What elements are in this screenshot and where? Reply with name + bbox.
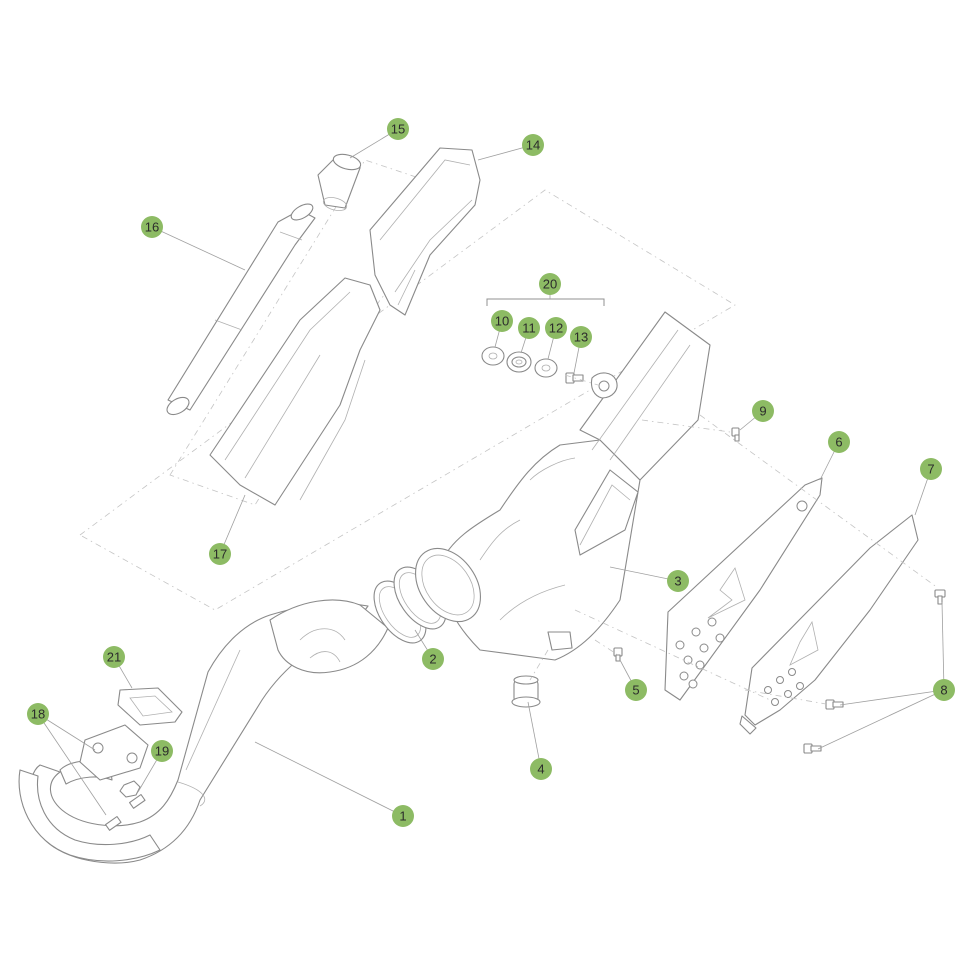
flange-bolts [104, 793, 146, 831]
callout-12: 12 [545, 317, 567, 339]
callout-5: 5 [625, 679, 647, 701]
heat-shield [664, 477, 823, 701]
callout-8: 8 [933, 679, 955, 701]
callout-18: 18 [27, 703, 49, 725]
svg-text:6: 6 [835, 435, 842, 450]
callout-21: 21 [103, 646, 125, 668]
callout-2: 2 [422, 648, 444, 670]
screws-8 [803, 589, 946, 754]
rubber-bush [511, 675, 541, 708]
svg-text:8: 8 [940, 683, 947, 698]
callout-20: 20 [539, 273, 561, 295]
callout-13: 13 [570, 326, 592, 348]
callout-19: 19 [151, 740, 173, 762]
callout-9: 9 [752, 400, 774, 422]
grommet-11 [506, 351, 532, 373]
tailpipe-collar [317, 153, 362, 211]
center-lines [529, 374, 939, 705]
callout-17: 17 [209, 543, 231, 565]
callout-11: 11 [518, 317, 540, 339]
svg-text:14: 14 [526, 138, 540, 153]
washer-10 [481, 346, 505, 366]
svg-text:15: 15 [391, 122, 405, 137]
svg-text:9: 9 [759, 404, 766, 419]
nut [119, 780, 141, 798]
screw-9 [731, 427, 740, 442]
callout-7: 7 [920, 458, 942, 480]
callout-15: 15 [387, 118, 409, 140]
svg-text:11: 11 [522, 321, 536, 336]
svg-text:13: 13 [574, 330, 588, 345]
screw-5 [613, 647, 623, 662]
callouts: 1 2 3 4 5 6 7 8 9 10 11 12 13 14 15 16 1… [27, 118, 955, 827]
svg-text:18: 18 [31, 707, 45, 722]
callout-3: 3 [667, 570, 689, 592]
clamp-rings [373, 566, 447, 644]
svg-text:19: 19 [155, 744, 169, 759]
lower-cover [209, 277, 381, 506]
callout-14: 14 [522, 134, 544, 156]
svg-text:16: 16 [145, 220, 159, 235]
exhaust-gasket [117, 687, 183, 726]
tail-pipe [166, 203, 316, 416]
callout-4: 4 [530, 758, 552, 780]
svg-text:21: 21 [107, 650, 121, 665]
header-pipe [18, 599, 389, 864]
muffler-assembly-boundary [79, 189, 736, 611]
upper-cover [369, 147, 481, 316]
svg-text:20: 20 [543, 277, 557, 292]
bolt-13 [565, 372, 584, 384]
svg-text:7: 7 [927, 462, 934, 477]
muffler-body [415, 311, 711, 661]
svg-text:1: 1 [399, 809, 406, 824]
outer-heat-shield [739, 514, 919, 735]
svg-text:12: 12 [549, 321, 563, 336]
callout-16: 16 [141, 216, 163, 238]
callout-10: 10 [491, 310, 513, 332]
svg-text:2: 2 [429, 652, 436, 667]
svg-text:10: 10 [495, 314, 509, 329]
washer-12 [534, 358, 558, 378]
flange [79, 724, 149, 781]
svg-text:17: 17 [213, 547, 227, 562]
svg-text:3: 3 [674, 574, 681, 589]
svg-text:5: 5 [632, 683, 639, 698]
svg-text:4: 4 [537, 762, 544, 777]
callout-6: 6 [828, 431, 850, 453]
callout-1: 1 [392, 805, 414, 827]
